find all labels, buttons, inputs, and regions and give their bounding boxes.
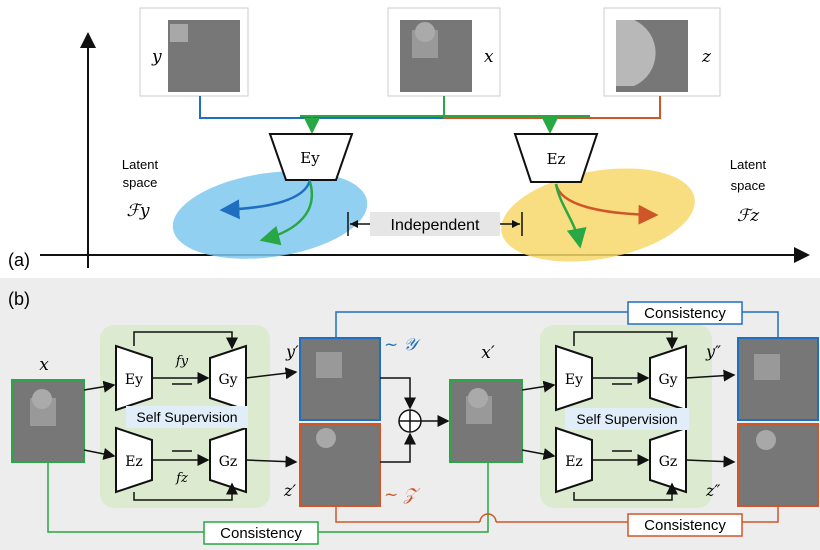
right-decoder-y: Gy [649, 344, 687, 412]
consistency-link-y [335, 311, 779, 338]
input-x-label: x [39, 355, 49, 375]
encoder-z: Ez [513, 133, 599, 183]
svg-text:space: space [123, 175, 158, 190]
y-double-prime-label: y″ [705, 342, 721, 361]
latent-arrow-z-green [554, 183, 587, 249]
input-image-x [11, 379, 85, 463]
output-z-prime [299, 423, 381, 507]
panel-a-label: (a) [8, 250, 30, 270]
distribution-y: ~ 𝒴 [384, 335, 422, 355]
output-y-prime [299, 337, 381, 421]
panel-b-label: (b) [8, 289, 30, 309]
svg-text:Ey: Ey [565, 372, 583, 388]
image-y-label: y [151, 47, 162, 67]
latent-arrow-y-blue [219, 179, 312, 220]
right-decoder-z: Gz [649, 426, 687, 494]
independent-annotation: Independent [347, 212, 523, 236]
feature-fy-left: fy [175, 354, 189, 369]
consistency-label-bottom-left: Consistency [220, 525, 302, 542]
image-z: z [603, 7, 721, 97]
image-y: y [139, 7, 249, 97]
z-double-prime-label: z″ [705, 481, 720, 500]
self-supervision-right: Self Supervision [576, 411, 677, 427]
output-z-double-prime [737, 423, 819, 507]
latent-label-right: Latent space ℱz [730, 157, 767, 226]
svg-text:Gy: Gy [658, 372, 677, 388]
latent-space-y [172, 171, 368, 259]
svg-text:Ez: Ez [565, 454, 583, 470]
svg-text:Ez: Ez [547, 150, 566, 168]
right-encoder-y: Ey [555, 344, 593, 412]
latent-label-left: Latent space ℱy [122, 157, 159, 221]
feature-fz-left: fz [175, 471, 188, 486]
consistency-link-z [335, 506, 779, 523]
svg-text:ℱy: ℱy [127, 201, 150, 221]
connector-z [444, 96, 661, 119]
svg-text:Gz: Gz [219, 454, 238, 470]
consistency-label-top: Consistency [644, 305, 726, 322]
latent-arrow-y-green [259, 181, 313, 246]
svg-text:Ey: Ey [125, 372, 143, 388]
left-encoder-y: Ey [115, 344, 153, 412]
svg-text:space: space [731, 178, 766, 193]
svg-text:Latent: Latent [730, 157, 767, 172]
z-prime-label: z′ [283, 481, 296, 500]
svg-text:Ey: Ey [300, 149, 320, 167]
left-encoder-z: Ez [115, 426, 153, 494]
panel-a: (a) y x z [8, 7, 810, 270]
y-prime-label: y′ [285, 342, 299, 361]
image-z-label: z [701, 47, 712, 67]
latent-space-z [501, 168, 695, 262]
left-decoder-y: Gy [209, 344, 247, 412]
left-decoder-z: Gz [209, 426, 247, 494]
right-encoder-z: Ez [555, 426, 593, 494]
consistency-label-bottom-right: Consistency [644, 517, 726, 534]
svg-text:Gy: Gy [218, 372, 237, 388]
svg-text:ℱz: ℱz [737, 206, 760, 226]
svg-text:Gz: Gz [659, 454, 678, 470]
connector-y [199, 96, 444, 119]
independent-label: Independent [391, 217, 481, 234]
image-x: x [387, 7, 501, 97]
distribution-z: ~ 𝒵 [384, 485, 421, 505]
svg-text:Latent: Latent [122, 157, 159, 172]
panel-b: (b) x Ey Ez Gy Gz fy fz [0, 278, 820, 550]
image-x-label: x [484, 47, 494, 67]
output-y-double-prime [737, 337, 819, 421]
svg-text:Ez: Ez [125, 454, 143, 470]
x-prime-label: x′ [481, 343, 495, 363]
encoder-y: Ey [268, 133, 354, 181]
self-supervision-left: Self Supervision [136, 409, 237, 425]
reconstructed-image-x-prime [449, 379, 523, 463]
